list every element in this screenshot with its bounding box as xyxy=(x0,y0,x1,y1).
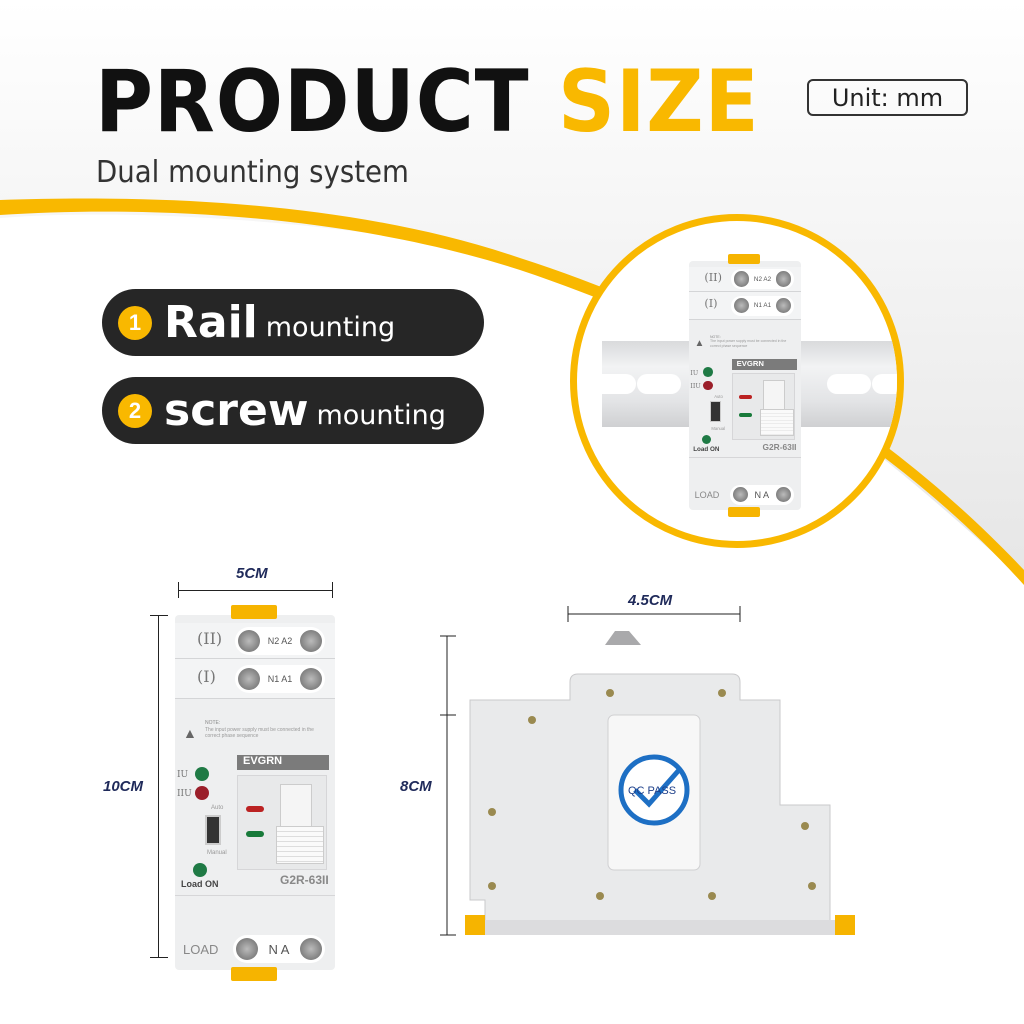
rail-mounting-pill: 1 Rail mounting xyxy=(102,289,484,356)
tier-1-label: (I) xyxy=(197,667,216,686)
number-badge: 1 xyxy=(118,305,152,340)
green-indicator xyxy=(246,831,264,837)
switch-handle xyxy=(276,826,324,864)
switch-window xyxy=(237,775,327,870)
front-width-label: 5CM xyxy=(236,565,268,582)
load-label: LOAD xyxy=(183,942,219,957)
rail-mount-inset: (II) N2 A2 (I) N1 A1 ▲ NOTE: The input p… xyxy=(570,214,904,548)
top-mounting-clip xyxy=(231,605,277,619)
unit-badge: Unit: mm xyxy=(807,79,968,116)
green-indicator xyxy=(738,412,752,417)
led-2-label: IIU xyxy=(690,382,701,390)
side-height-label: 8CM xyxy=(400,778,432,795)
terminal-label: N A xyxy=(754,489,770,500)
led-2 xyxy=(703,380,713,391)
warning-icon: ▲ xyxy=(694,338,705,349)
manual-label: Manual xyxy=(711,425,726,431)
screw-icon xyxy=(238,630,260,652)
device-body: (II) N2 A2 (I) N1 A1 ▲ NOTE: The input p… xyxy=(689,254,801,518)
model-label: G2R-63II xyxy=(280,873,329,887)
screw-icon xyxy=(775,298,791,314)
screw-icon xyxy=(238,668,260,690)
tier-2-terminals: N2 A2 xyxy=(235,627,325,655)
tier-2-terminals: N2 A2 xyxy=(731,269,794,289)
title-size: SIZE xyxy=(558,52,760,152)
tier-1-terminals: N1 A1 xyxy=(235,665,325,693)
brand-label: EVGRN xyxy=(237,755,329,770)
led-1 xyxy=(703,367,713,378)
load-on-led xyxy=(701,434,712,445)
mounting-name: Rail xyxy=(164,297,258,348)
side-depth-label: 4.5CM xyxy=(628,592,673,609)
note-text: The input power supply must be connected… xyxy=(710,339,787,348)
screw-icon xyxy=(734,298,750,314)
screw-icon xyxy=(775,271,791,287)
led-2-label: IIU xyxy=(177,789,192,799)
switch-handle xyxy=(759,409,794,436)
terminal-label: N1 A1 xyxy=(753,302,772,310)
red-indicator xyxy=(246,806,264,812)
screw-icon xyxy=(300,630,322,652)
mounting-suffix: mounting xyxy=(265,312,396,343)
led-1 xyxy=(195,767,209,781)
page-title: PRODUCT SIZE xyxy=(95,52,760,152)
screw-icon xyxy=(734,271,750,287)
tier-2-label: (II) xyxy=(704,270,722,284)
terminal-label: N2 A2 xyxy=(267,636,293,646)
title-product: PRODUCT xyxy=(95,52,530,152)
terminal-label: N2 A2 xyxy=(753,275,772,283)
screw-icon xyxy=(732,487,748,503)
device-body: (II) N2 A2 (I) N1 A1 ▲ NOTE: The input p… xyxy=(175,605,335,981)
front-height-label: 10CM xyxy=(103,778,144,795)
tier-2-label: (II) xyxy=(197,629,223,648)
auto-manual-switch[interactable] xyxy=(205,815,221,845)
led-2 xyxy=(195,786,209,800)
load-terminals: N A xyxy=(233,935,325,963)
mounting-suffix: mounting xyxy=(316,400,446,431)
top-mounting-clip xyxy=(728,254,761,264)
terminal-label: N1 A1 xyxy=(267,674,293,684)
qc-pass-label: QC PASS xyxy=(628,785,677,797)
screw-icon xyxy=(236,938,258,960)
screw-icon xyxy=(300,938,322,960)
screw-icon xyxy=(300,668,322,690)
note-text: The input power supply must be connected… xyxy=(205,727,314,739)
mounting-name: screw xyxy=(164,385,309,436)
manual-label: Manual xyxy=(207,850,227,856)
auto-label: Auto xyxy=(211,805,224,811)
switch-window xyxy=(732,373,796,440)
led-1-label: IU xyxy=(177,770,189,780)
bottom-mounting-clip xyxy=(728,507,761,518)
load-terminals: N A xyxy=(729,485,794,505)
terminal-label: N A xyxy=(268,941,290,957)
screw-mounting-pill: 2 screw mounting xyxy=(102,377,484,444)
warning-icon: ▲ xyxy=(183,725,197,741)
tier-1-terminals: N1 A1 xyxy=(731,296,794,316)
width-dimension-line xyxy=(178,590,332,591)
load-on-label: Load ON xyxy=(181,879,219,889)
note-title: NOTE: xyxy=(205,720,221,726)
device-side-view xyxy=(440,606,855,936)
auto-label: Auto xyxy=(714,394,723,399)
load-on-label: Load ON xyxy=(693,445,720,453)
screw-icon xyxy=(775,487,791,503)
load-label: LOAD xyxy=(694,489,720,500)
model-label: G2R-63II xyxy=(762,441,797,452)
load-on-led xyxy=(193,863,207,877)
number-badge: 2 xyxy=(118,393,152,428)
height-dimension-line xyxy=(158,615,159,957)
auto-manual-switch[interactable] xyxy=(710,401,722,422)
red-indicator xyxy=(738,395,752,400)
subtitle: Dual mounting system xyxy=(96,155,409,190)
brand-label: EVGRN xyxy=(732,359,797,370)
note-title: NOTE: xyxy=(710,334,721,339)
led-1-label: IU xyxy=(690,369,699,377)
bottom-mounting-clip xyxy=(231,967,277,981)
tier-1-label: (I) xyxy=(704,297,718,311)
